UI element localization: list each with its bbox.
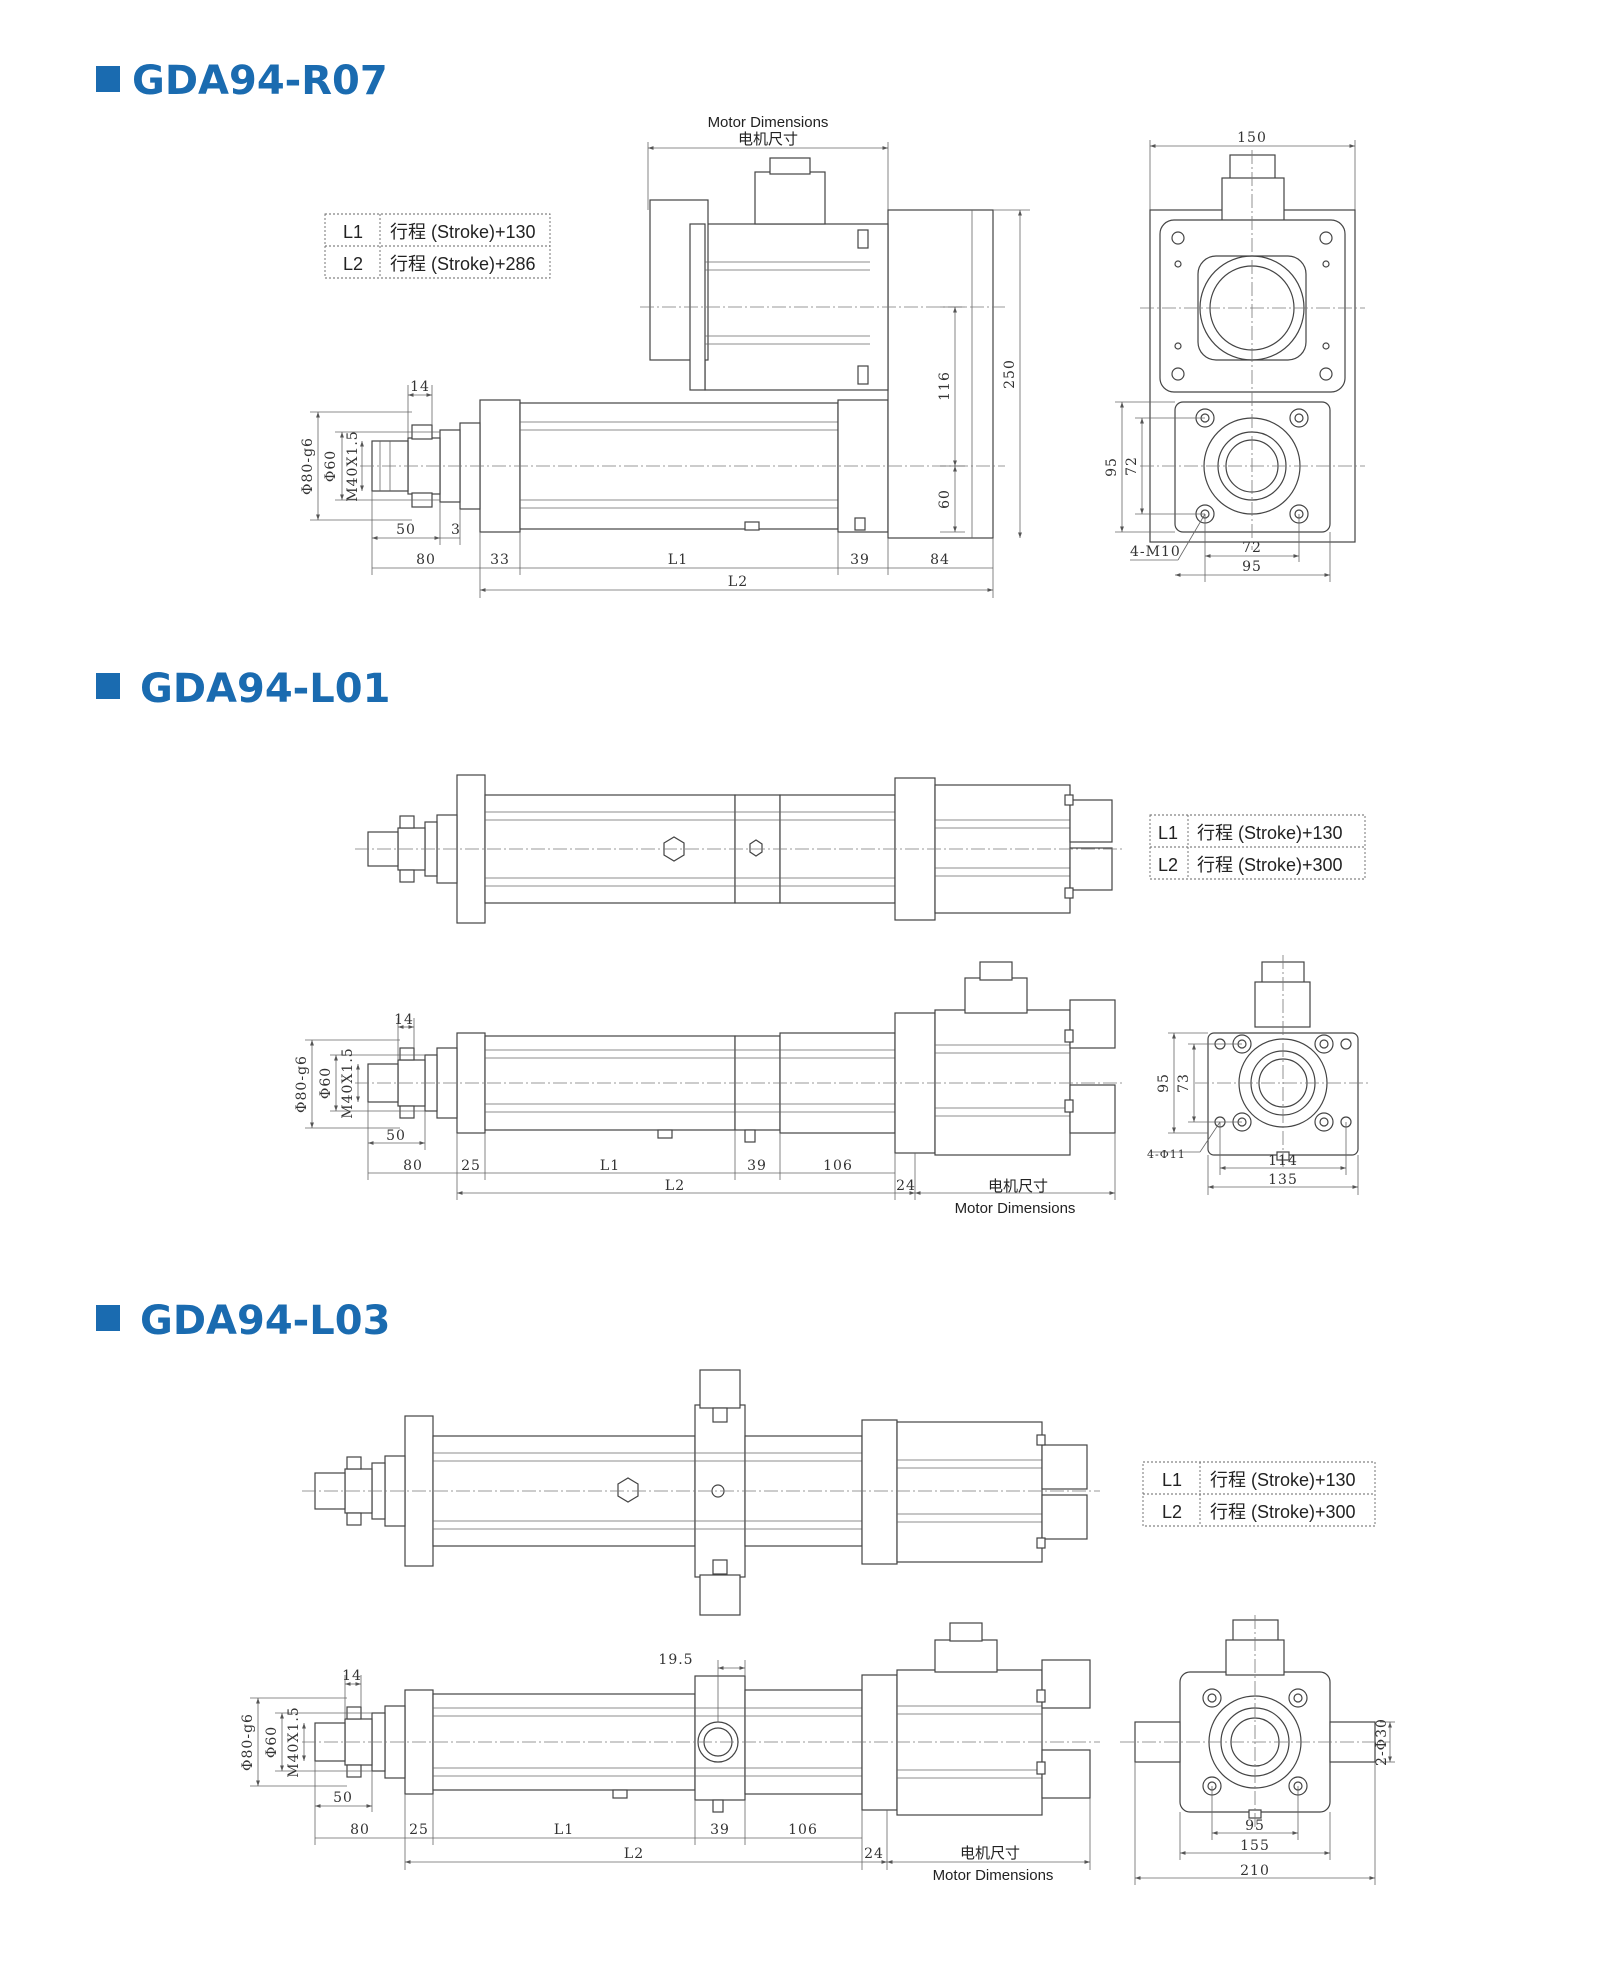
dim-106: 106 [788, 1822, 818, 1838]
dim-50: 50 [396, 522, 416, 538]
dim-60: 60 [937, 489, 953, 509]
l03-end-view: 2-Φ30 95 155 210 [1120, 1615, 1395, 1885]
section-title: GDA94-R07 [132, 58, 388, 104]
l01-top-view [355, 774, 1125, 924]
dim-m40: M40X1.5 [340, 1047, 356, 1118]
dim-phi80: Φ80-g6 [300, 437, 316, 495]
dim-25: 25 [461, 1158, 481, 1174]
dim-l1: L1 [554, 1822, 574, 1838]
dim-116: 116 [937, 371, 953, 401]
motor-dimensions-label: Motor Dimensions [933, 1867, 1054, 1884]
dim-73-vertical: 73 [1176, 1073, 1192, 1093]
section-l03: GDA94-L03 L1 行程 (Stroke)+130 L2 行程 (Stro… [96, 1298, 1395, 1885]
title-square-icon [96, 66, 120, 92]
dim-50: 50 [333, 1790, 353, 1806]
dim-l1: L1 [600, 1158, 620, 1174]
section-l01: GDA94-L01 L1 行程 (Stroke)+130 L2 行程 (Stro… [96, 666, 1370, 1217]
title-square-icon [96, 673, 120, 699]
dim-2phi30: 2-Φ30 [1374, 1718, 1390, 1766]
dim-m40: M40X1.5 [345, 430, 361, 501]
dim-95-vertical: 95 [1156, 1073, 1172, 1093]
table-value-l1: 行程 (Stroke)+130 [390, 222, 536, 242]
dim-72-horizontal: 72 [1242, 540, 1262, 556]
table-key-l2: L2 [1162, 1502, 1182, 1522]
dim-39: 39 [850, 552, 870, 568]
dim-14: 14 [394, 1012, 414, 1028]
table-key-l1: L1 [1162, 1470, 1182, 1490]
table-value-l2: 行程 (Stroke)+286 [390, 254, 536, 274]
section-r07: GDA94-R07 L1 行程 (Stroke)+130 L2 行程 (Stro… [96, 58, 1365, 598]
dim-phi80: Φ80-g6 [240, 1713, 256, 1771]
dim-phi60: Φ60 [264, 1726, 280, 1758]
dim-114: 114 [1268, 1153, 1298, 1169]
dim-4phi11: 4-Φ11 [1147, 1148, 1186, 1161]
table-key-l1: L1 [343, 222, 363, 242]
motor-dimensions-label-cn: 电机尺寸 [738, 131, 798, 148]
dim-phi60: Φ60 [323, 450, 339, 482]
dim-80: 80 [416, 552, 436, 568]
r07-dimensions: 14 Φ80-g6 Φ60 M40X1.5 50 3 80 [300, 209, 1030, 598]
dim-19-5: 19.5 [658, 1652, 693, 1668]
l01-dimensions: 14 Φ80-g6 Φ60 M40X1.5 50 80 25 L1 [294, 1012, 1116, 1217]
section-title: GDA94-L03 [140, 1298, 390, 1344]
table-key-l2: L2 [343, 254, 363, 274]
motor-dimensions-label-cn: 电机尺寸 [988, 1178, 1048, 1195]
dim-25: 25 [409, 1822, 429, 1838]
dim-l2: L2 [665, 1178, 685, 1194]
motor-dimensions-label-cn: 电机尺寸 [960, 1845, 1020, 1862]
title-square-icon [96, 1305, 120, 1331]
dim-3: 3 [451, 522, 461, 538]
dim-14: 14 [410, 379, 430, 395]
table-value-l2: 行程 (Stroke)+300 [1210, 1502, 1356, 1522]
dim-phi80: Φ80-g6 [294, 1055, 310, 1113]
l03-side-view [302, 1622, 1100, 1816]
dim-106: 106 [823, 1158, 853, 1174]
r07-end-view: 150 95 [1104, 130, 1365, 582]
dim-l1: L1 [668, 552, 688, 568]
spec-table: L1 行程 (Stroke)+130 L2 行程 (Stroke)+286 [324, 213, 551, 279]
dim-24: 24 [896, 1178, 916, 1194]
l01-end-view: 95 73 114 135 4-Φ11 [1147, 955, 1370, 1195]
dim-33: 33 [490, 552, 510, 568]
table-value-l2: 行程 (Stroke)+300 [1197, 855, 1343, 875]
dim-39: 39 [710, 1822, 730, 1838]
section-title: GDA94-L01 [140, 666, 390, 712]
dim-4m10: 4-M10 [1130, 544, 1181, 560]
dim-14: 14 [342, 1668, 362, 1684]
dim-l2: L2 [728, 574, 748, 590]
dim-84: 84 [930, 552, 950, 568]
dim-135: 135 [1268, 1172, 1298, 1188]
dim-24: 24 [864, 1846, 884, 1862]
dim-80: 80 [350, 1822, 370, 1838]
dim-210: 210 [1240, 1863, 1270, 1879]
dim-80: 80 [403, 1158, 423, 1174]
l03-dimensions: 14 19.5 Φ80-g6 Φ60 M40X1.5 50 [240, 1652, 1091, 1884]
r07-side-view [360, 157, 1005, 539]
dim-m40: M40X1.5 [286, 1706, 302, 1777]
dim-95: 95 [1245, 1818, 1265, 1834]
dim-39: 39 [747, 1158, 767, 1174]
spec-table: L1 行程 (Stroke)+130 L2 行程 (Stroke)+300 [1142, 1461, 1376, 1527]
dim-95-horizontal: 95 [1242, 559, 1262, 575]
dim-155: 155 [1240, 1838, 1270, 1854]
dim-95-vertical: 95 [1104, 457, 1120, 477]
table-value-l1: 行程 (Stroke)+130 [1210, 1470, 1356, 1490]
table-value-l1: 行程 (Stroke)+130 [1197, 823, 1343, 843]
spec-table: L1 行程 (Stroke)+130 L2 行程 (Stroke)+300 [1149, 814, 1366, 880]
dim-72-vertical: 72 [1124, 456, 1140, 476]
dim-150: 150 [1237, 130, 1267, 146]
dim-250: 250 [1002, 359, 1018, 389]
l03-top-view [302, 1369, 1100, 1616]
table-key-l1: L1 [1158, 823, 1178, 843]
dim-50: 50 [386, 1128, 406, 1144]
dim-l2: L2 [624, 1846, 644, 1862]
table-key-l2: L2 [1158, 855, 1178, 875]
motor-dimensions-label: Motor Dimensions [955, 1200, 1076, 1217]
dim-phi60: Φ60 [318, 1067, 334, 1099]
l01-side-view [355, 961, 1125, 1156]
motor-dimensions-label: Motor Dimensions [708, 114, 829, 131]
